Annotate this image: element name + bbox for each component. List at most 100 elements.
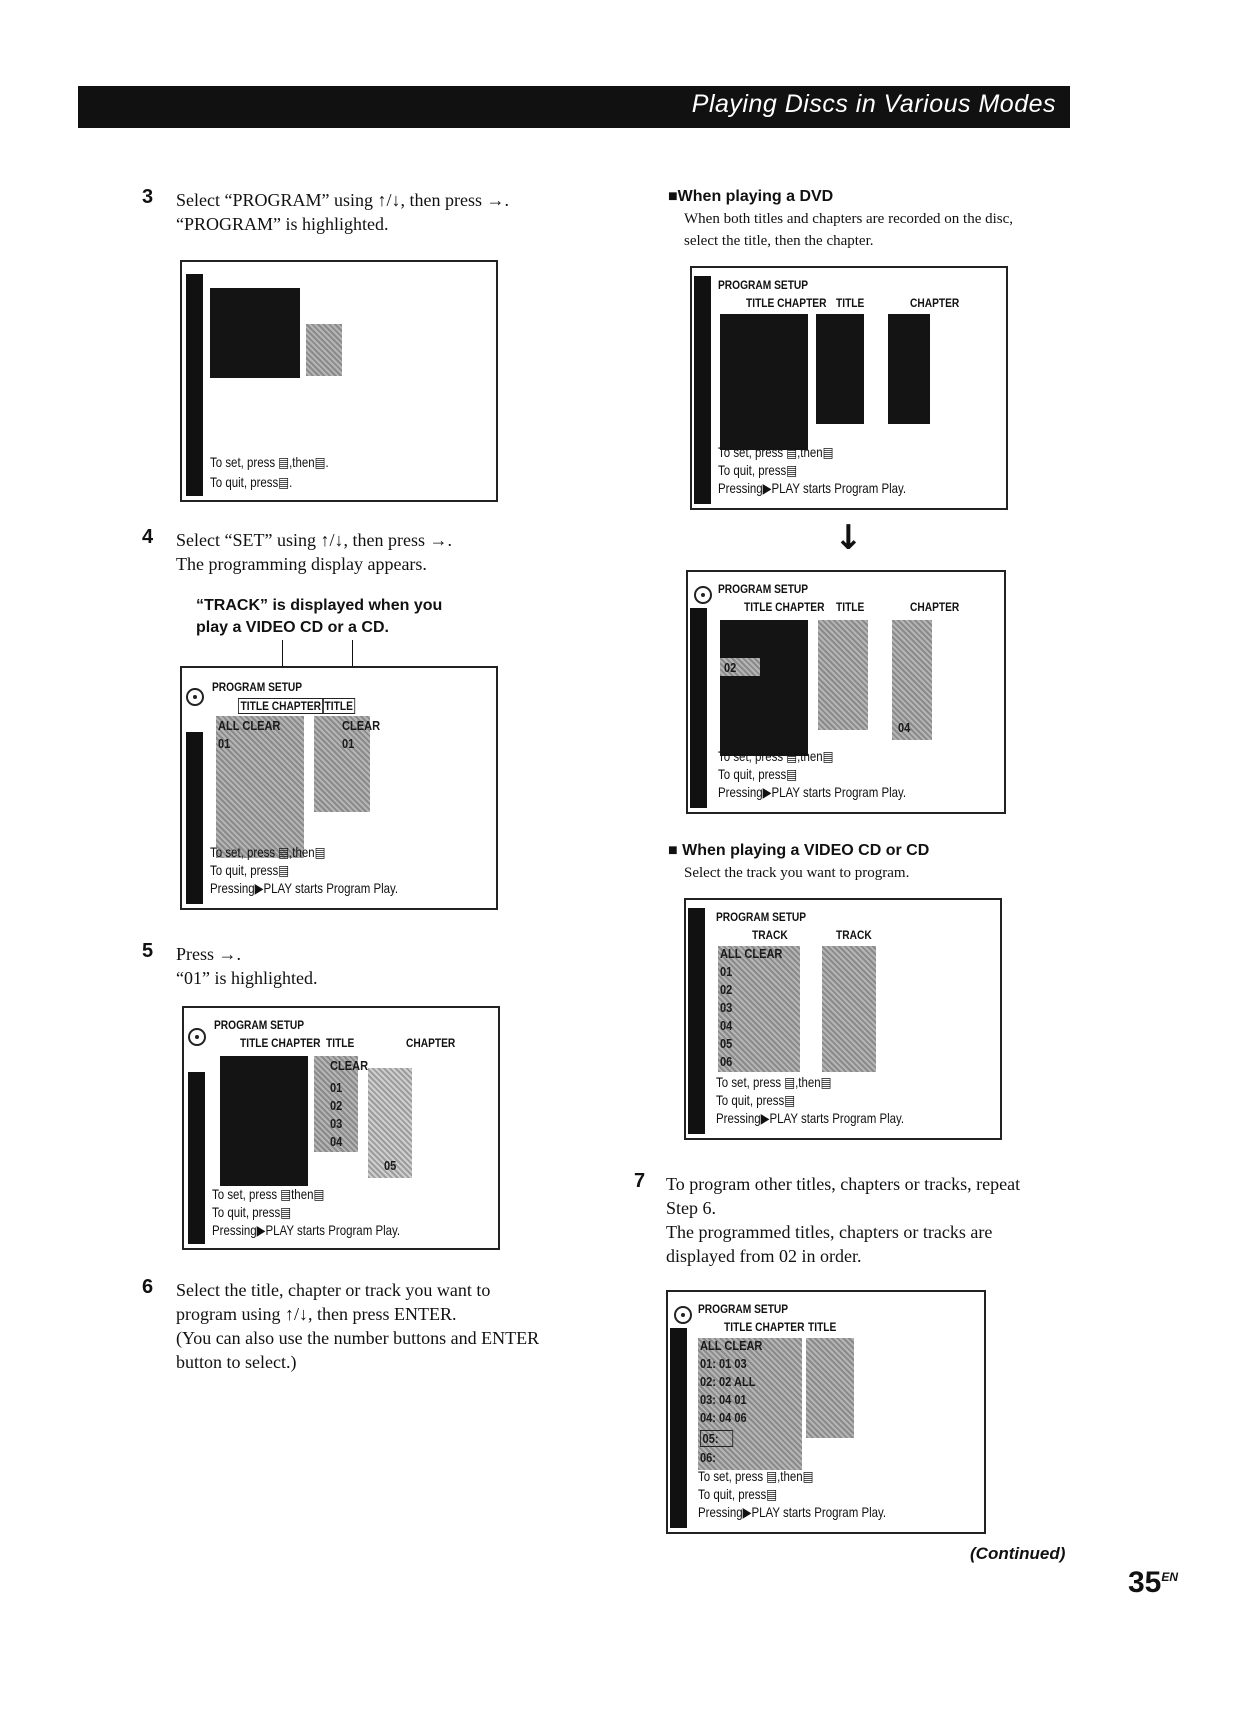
track-01-cell: 01 — [720, 964, 733, 979]
program-setup-title: PROGRAM SETUP — [718, 582, 809, 596]
step7-line4: displayed from 02 in order. — [666, 1246, 862, 1266]
title-04-cell: 04 — [330, 1134, 343, 1149]
step-number-4: 4 — [142, 526, 154, 548]
title-chapter-header: TITLE CHAPTER — [240, 1036, 321, 1050]
chapter-header: CHAPTER — [406, 1036, 456, 1050]
dvd-line1: When both titles and chapters are record… — [684, 211, 1014, 227]
step5-line2: “01” is highlighted. — [176, 968, 318, 988]
disc-icon — [188, 1028, 206, 1046]
dvd-line2: select the title, then the chapter. — [684, 233, 874, 249]
step-number-5: 5 — [142, 940, 154, 962]
programmed-row-03: 03: 04 01 — [700, 1392, 747, 1407]
track-04-cell: 04 — [720, 1018, 733, 1033]
page-number-value: 35 — [1128, 1566, 1162, 1599]
title-01-cell: 01 — [330, 1080, 343, 1095]
title-05-cell: 05 — [384, 1158, 397, 1173]
down-arrow-icon: ↓ — [834, 518, 863, 558]
title-chapter-list — [720, 314, 808, 450]
title-list — [314, 716, 370, 812]
dvd-text: When both titles and chapters are record… — [684, 208, 1013, 252]
page-title: Playing Discs in Various Modes — [691, 90, 1056, 118]
step4-text: Select “SET” using ↑/↓, then press →. Th… — [176, 528, 452, 576]
track-03-cell: 03 — [720, 1000, 733, 1015]
title-header: TITLE — [836, 600, 865, 614]
programmed-row-01: 01: 01 03 — [700, 1356, 747, 1371]
title-list — [314, 1056, 358, 1152]
all-clear-cell: ALL CLEAR — [720, 946, 783, 961]
step5-text: Press →. “01” is highlighted. — [176, 942, 317, 990]
screen6-set-hint: To set, press ▤,then▤ — [716, 1074, 832, 1090]
chapter-header: CHAPTER — [910, 296, 960, 310]
title-chapter-list — [216, 716, 304, 858]
step6-line2: program using ↑/↓, then press ENTER. — [176, 1304, 457, 1324]
disc-icon — [186, 688, 204, 706]
step6-line3: (You can also use the number buttons and… — [176, 1328, 540, 1348]
disc-icon — [694, 586, 712, 604]
screen3-quit-hint: To quit, press▤ — [212, 1204, 292, 1220]
title-chapter-list — [720, 620, 808, 756]
screen4-set-hint: To set, press ▤,then▤ — [718, 444, 834, 460]
page-number-suffix: EN — [1161, 1570, 1179, 1584]
screen6-quit-hint: To quit, press▤ — [716, 1092, 796, 1108]
chapter-list — [888, 314, 930, 424]
chapter-header: CHAPTER — [910, 600, 960, 614]
screen5-quit-hint: To quit, press▤ — [718, 766, 798, 782]
step-number-6: 6 — [142, 1276, 154, 1298]
screen-left-bar — [186, 274, 203, 496]
dvd-heading: ■When playing a DVD — [668, 188, 834, 205]
title-list — [818, 620, 868, 730]
title-02-cell: 02 — [330, 1098, 343, 1113]
continued-label: (Continued) — [970, 1544, 1066, 1563]
screen-left-bar — [188, 1072, 205, 1244]
programmed-row-05: 05: — [700, 1430, 733, 1447]
screen2-quit-hint: To quit, press▤ — [210, 862, 290, 878]
clear-cell: CLEAR — [342, 718, 381, 733]
step3-text: Select “PROGRAM” using ↑/↓, then press →… — [176, 188, 509, 236]
screen7-quit-hint: To quit, press▤ — [698, 1486, 778, 1502]
screen-left-bar — [186, 732, 203, 904]
track-06-cell: 06 — [720, 1054, 733, 1069]
title-header: TITLE — [322, 698, 356, 714]
programmed-row-02: 02: 02 ALL — [700, 1374, 756, 1389]
screen-program-menu: To set, press ▤,then▤. To quit, press▤. — [180, 260, 498, 502]
program-setup-title: PROGRAM SETUP — [212, 680, 303, 694]
program-setup-title: PROGRAM SETUP — [716, 910, 807, 924]
screen-dvd-setup-2: PROGRAM SETUP TITLE CHAPTER TITLE CHAPTE… — [686, 570, 1006, 814]
title-header: TITLE — [836, 296, 865, 310]
title-chapter-header: TITLE CHAPTER — [238, 698, 324, 714]
track-05-cell: 05 — [720, 1036, 733, 1051]
step-number-7: 7 — [634, 1170, 646, 1192]
screen1-quit-hint: To quit, press▤. — [210, 474, 293, 490]
title-list — [816, 314, 864, 424]
menu-block — [210, 288, 300, 378]
programmed-row-04: 04: 04 06 — [700, 1410, 747, 1425]
track-header-1: TRACK — [752, 928, 788, 942]
title-03-cell: 03 — [330, 1116, 343, 1131]
screen5-set-hint: To set, press ▤,then▤ — [718, 748, 834, 764]
all-clear-cell: ALL CLEAR — [218, 718, 281, 733]
step4-line1: Select “SET” using ↑/↓, then press →. — [176, 530, 452, 550]
programmed-list — [698, 1338, 802, 1470]
all-clear-row: ALL CLEAR — [700, 1338, 763, 1353]
screen-left-bar — [694, 276, 711, 504]
menu-sub-block — [306, 324, 342, 376]
row-01-cell: 01 — [218, 736, 231, 751]
step7-line2: Step 6. — [666, 1198, 717, 1218]
screen3-set-hint: To set, press ▤then▤ — [212, 1186, 325, 1202]
screen1-set-hint: To set, press ▤,then▤. — [210, 454, 329, 470]
screen-program-setup-01: PROGRAM SETUP TITLE CHAPTER TITLE CHAPTE… — [182, 1006, 500, 1250]
title-list — [806, 1338, 854, 1438]
screen2-set-hint: To set, press ▤,then▤ — [210, 844, 326, 860]
screen-left-bar — [690, 608, 707, 808]
screen-programmed-list: PROGRAM SETUP TITLE CHAPTER TITLE ALL CL… — [666, 1290, 986, 1534]
step3-line2: “PROGRAM” is highlighted. — [176, 214, 389, 234]
screen7-set-hint: To set, press ▤,then▤ — [698, 1468, 814, 1484]
title-01-cell: 01 — [342, 736, 355, 751]
screen6-play-hint: Pressing▶PLAY starts Program Play. — [716, 1110, 905, 1126]
clear-cell: CLEAR — [330, 1058, 369, 1073]
track-callout-line1: “TRACK” is displayed when you — [196, 597, 443, 614]
vcd-heading: ■ When playing a VIDEO CD or CD — [668, 842, 930, 859]
screen-left-bar — [688, 908, 705, 1134]
title-chapter-list — [220, 1056, 308, 1186]
track-header-2: TRACK — [836, 928, 872, 942]
